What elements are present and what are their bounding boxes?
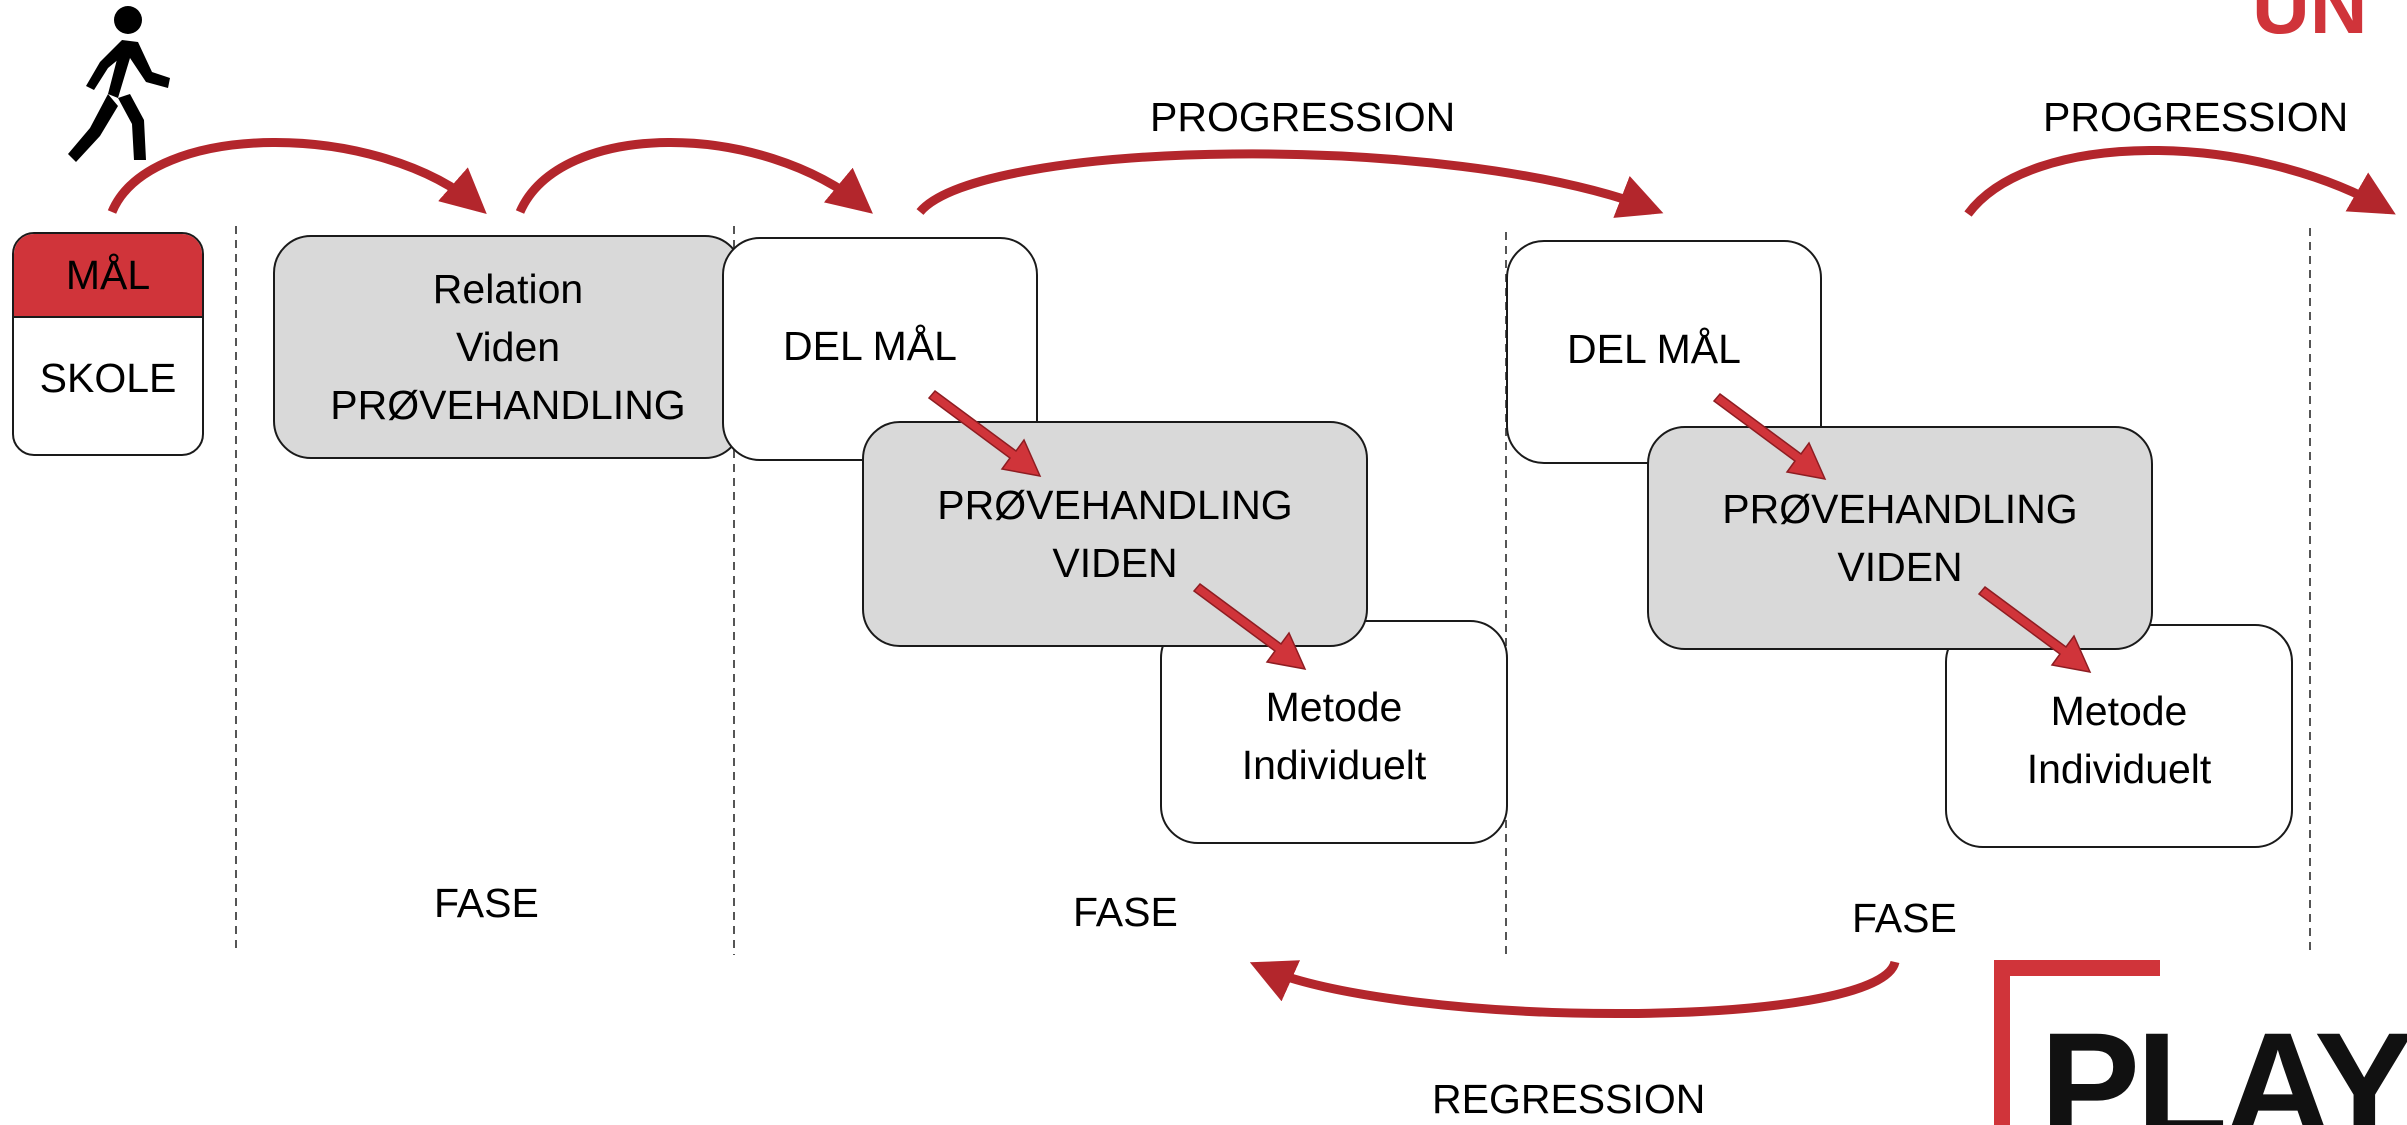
goal-box: MÅL SKOLE — [12, 232, 204, 456]
school-label: SKOLE — [39, 354, 177, 401]
regression-arrow — [1249, 960, 1900, 1018]
phase2-trial-box: PRØVEHANDLING VIDEN — [862, 421, 1368, 647]
logo-bracket — [1994, 960, 2160, 1125]
corner-logo-text: UN — [2252, 0, 2368, 50]
phase2-trial-line: VIDEN — [1052, 540, 1178, 586]
logo-text: PLAY — [2040, 1001, 2407, 1125]
progression-arrow-1 — [107, 138, 487, 214]
phase1-box: Relation Viden PRØVEHANDLING — [273, 235, 743, 459]
play-logo: PLAY — [1990, 956, 2407, 1125]
phase-label-3: FASE — [1852, 895, 1957, 941]
phase2-subgoal-box: DEL MÅL — [722, 237, 1038, 461]
progression-arrow-2 — [515, 138, 873, 214]
step-arrow-4 — [1977, 585, 2092, 673]
phase-label-1: FASE — [434, 880, 539, 926]
phase1-line: Viden — [455, 324, 561, 370]
goal-label: MÅL — [14, 234, 202, 318]
phase2-method-box: Metode Individuelt — [1160, 620, 1508, 844]
step-arrow-3 — [1712, 392, 1827, 480]
progression-arrow-3 — [916, 149, 1664, 218]
walking-person-icon — [68, 6, 170, 162]
regression-label: REGRESSION — [1432, 1076, 1706, 1122]
step-arrow-2 — [1192, 582, 1307, 670]
phase3-method-line: Metode — [2050, 688, 2188, 734]
progression-arrow-4 — [1964, 146, 2396, 217]
phase3-subgoal-label: DEL MÅL — [1567, 326, 1741, 372]
phase-label-2: FASE — [1073, 889, 1178, 935]
phase2-method-line: Metode — [1265, 684, 1403, 730]
phase3-trial-line: VIDEN — [1837, 544, 1963, 590]
phase2-subgoal-label: DEL MÅL — [783, 323, 957, 369]
phase1-line: PRØVEHANDLING — [330, 382, 686, 428]
phase3-method-line: Individuelt — [2026, 746, 2212, 792]
progression-label-2: PROGRESSION — [2043, 94, 2349, 140]
phase3-method-box: Metode Individuelt — [1945, 624, 2293, 848]
progression-label-1: PROGRESSION — [1150, 94, 1456, 140]
phase3-trial-box: PRØVEHANDLING VIDEN — [1647, 426, 2153, 650]
step-arrow-1 — [927, 389, 1042, 477]
phase2-method-line: Individuelt — [1241, 742, 1427, 788]
phase2-trial-line: PRØVEHANDLING — [937, 482, 1293, 528]
phase1-line: Relation — [432, 266, 584, 312]
phase3-trial-line: PRØVEHANDLING — [1722, 486, 2078, 532]
